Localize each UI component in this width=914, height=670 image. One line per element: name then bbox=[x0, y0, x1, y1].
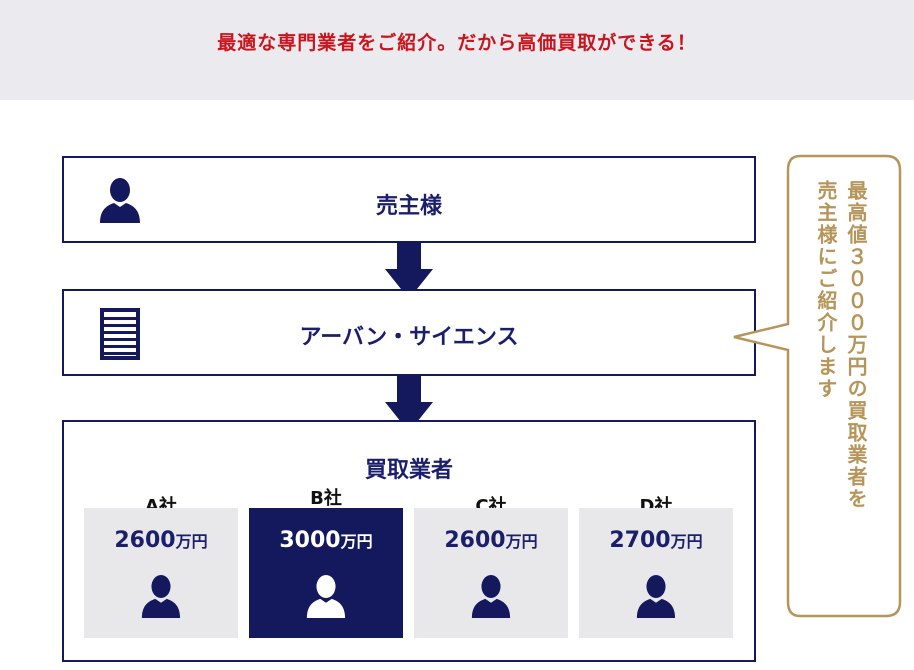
buyer-price: 2600万円 bbox=[444, 528, 538, 553]
person-icon bbox=[100, 178, 140, 223]
callout-line-2: 売主様にご紹介します bbox=[814, 180, 838, 400]
callout-line-1: 最高値３０００万円の買取業者を bbox=[844, 180, 868, 510]
agent-label: アーバン・サイエンス bbox=[299, 325, 519, 350]
person-icon bbox=[141, 575, 181, 618]
person-icon bbox=[306, 575, 346, 618]
buyer-card-c: 2600万円 bbox=[414, 508, 568, 638]
buyer-price: 2600万円 bbox=[114, 528, 208, 553]
buyer-name: B社 bbox=[310, 488, 342, 509]
banner-title: 最適な専門業者をご紹介。だから高価買取ができる！ bbox=[217, 32, 697, 54]
seller-box: 売主様 bbox=[62, 156, 756, 243]
arrow-down-icon bbox=[385, 243, 433, 299]
arrow-down-icon bbox=[385, 376, 433, 432]
buyer-card-b: 3000万円 bbox=[249, 508, 403, 638]
person-icon bbox=[636, 575, 676, 618]
header-banner: 最適な専門業者をご紹介。だから高価買取ができる！ bbox=[0, 0, 914, 100]
buyer-card-d: 2700万円 bbox=[579, 508, 733, 638]
person-icon bbox=[471, 575, 511, 618]
buyer-price: 3000万円 bbox=[279, 528, 373, 553]
building-icon bbox=[100, 308, 140, 360]
seller-label: 売主様 bbox=[375, 194, 442, 219]
buyer-price: 2700万円 bbox=[609, 528, 703, 553]
callout-bubble bbox=[733, 154, 902, 618]
buyer-card-a: 2600万円 bbox=[84, 508, 238, 638]
agent-box: アーバン・サイエンス bbox=[62, 289, 756, 376]
buyers-title: 買取業者 bbox=[364, 458, 453, 483]
